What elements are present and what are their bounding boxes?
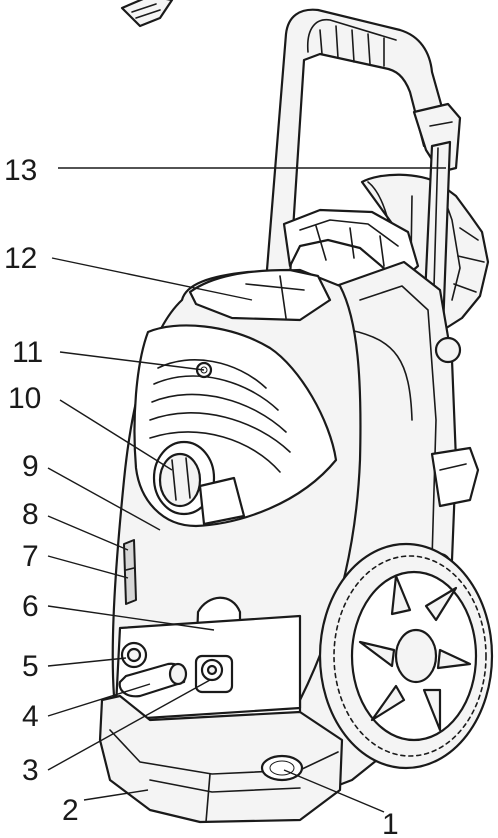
wheel <box>318 542 494 770</box>
leader-10 <box>59 399 173 471</box>
high-pressure-outlet <box>194 654 234 694</box>
base <box>98 694 344 824</box>
lance-nozzle-tip <box>120 0 174 28</box>
main-housing <box>111 268 362 720</box>
hose-holder-hook <box>282 208 420 282</box>
callout-13: 13 <box>4 154 37 187</box>
leader-11 <box>59 351 205 371</box>
leader-1 <box>283 769 385 813</box>
leader-9 <box>47 467 161 531</box>
leader-2 <box>83 789 149 801</box>
callout-8: 8 <box>22 498 39 531</box>
leader-5 <box>47 657 127 667</box>
callout-2: 2 <box>62 794 79 827</box>
leader-8 <box>47 515 129 551</box>
leader-4 <box>47 683 151 717</box>
side-switch <box>123 539 137 605</box>
callout-7: 7 <box>22 540 39 573</box>
callout-3: 3 <box>22 754 39 787</box>
leader-lines <box>47 167 446 813</box>
callout-numbers: 13 12 11 10 9 8 7 6 5 4 3 2 1 <box>4 154 399 838</box>
leader-3 <box>47 679 211 771</box>
callout-9: 9 <box>22 450 39 483</box>
callout-11: 11 <box>12 336 43 369</box>
callout-6: 6 <box>22 590 39 623</box>
leader-12 <box>51 257 253 301</box>
callout-4: 4 <box>22 700 39 733</box>
leader-7 <box>47 555 129 579</box>
callout-12: 12 <box>4 242 37 275</box>
main-knob <box>152 440 216 516</box>
callout-1: 1 <box>382 808 399 838</box>
callout-5: 5 <box>22 650 39 683</box>
water-inlet <box>120 641 148 669</box>
callout-10: 10 <box>8 382 41 415</box>
leader-6 <box>47 605 215 631</box>
